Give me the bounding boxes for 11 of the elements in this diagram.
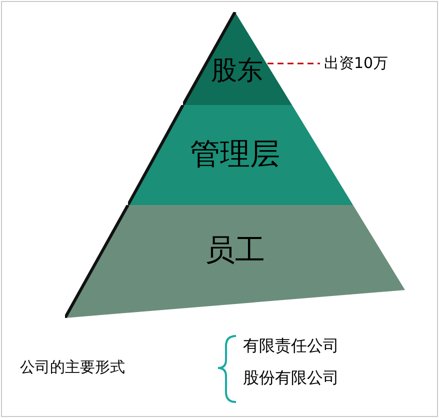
layer-label: 员工 [205,232,265,270]
annotation-text: 出资10万 [324,54,388,73]
pyramid-layer [128,105,353,205]
list-item: 有限责任公司 [243,336,339,357]
layer-label: 管理层 [190,136,280,174]
category-label: 公司的主要形式 [20,358,125,377]
list-item: 股份有限公司 [243,368,339,389]
dashed-connector [268,62,320,64]
pyramid-layer [183,12,292,105]
pyramid-layer [65,205,405,318]
layer-label: 股东 [211,54,263,88]
